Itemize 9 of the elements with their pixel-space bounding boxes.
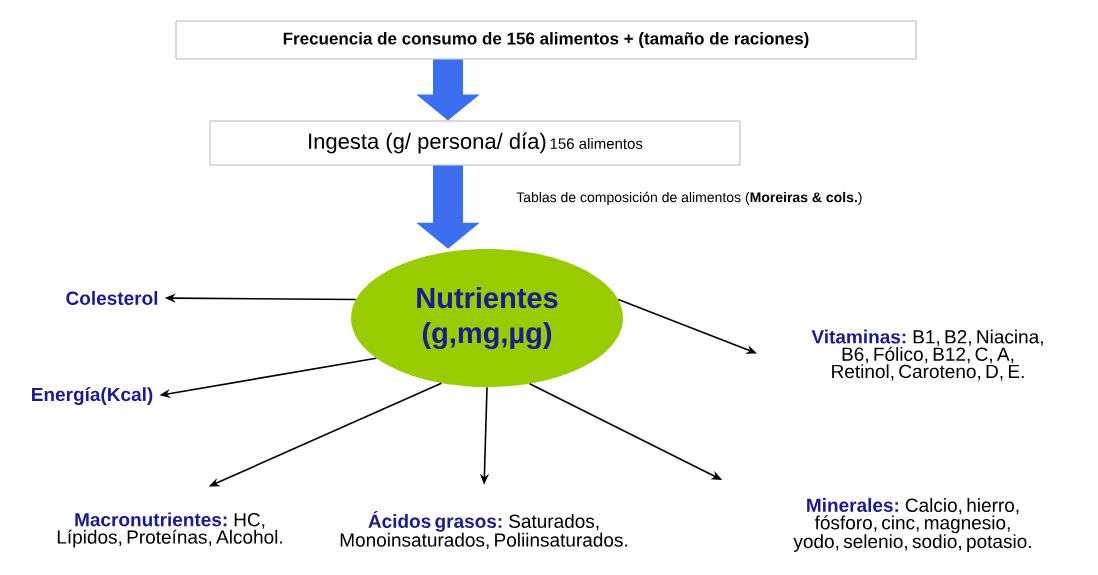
category-label: Energía(Kcal) (32, 387, 153, 405)
category-text: Ácidos grasos: Saturados, Monoinsaturados, Poliinsaturados. (340, 510, 627, 549)
edge-label: Tablas de composición de alimentos (Moreiras & cols.) (516, 191, 862, 205)
category-text: Minerales: Calcio, hierro, fósforo, cinc, magnesio, yodo, selenio, sodio, potasio. (793, 498, 1031, 552)
process-box: Ingesta (g/ persona/ día) 156 alimentos (209, 120, 741, 166)
category-text: Vitaminas: B1, B2, Niacina, B6, Fólico, B12, C, A, Retinol, Caroteno, D, E. (811, 329, 1043, 381)
process-box: Frecuencia de consumo de 156 alimentos + (tamaño de raciones) (175, 20, 917, 60)
category-text: Macronutrientes: HC, Lípidos, Proteínas, Alcohol. (57, 512, 282, 548)
category-label: Colesterol (66, 291, 158, 305)
